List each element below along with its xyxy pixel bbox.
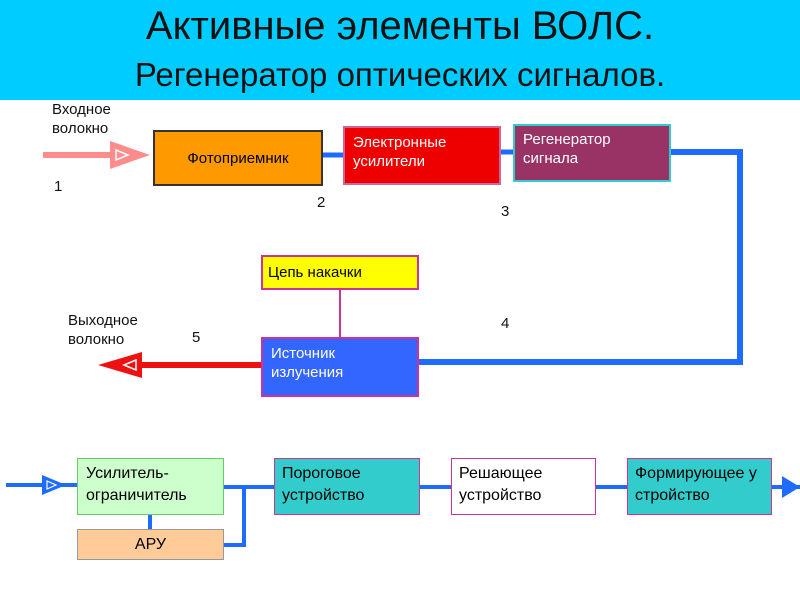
output-fiber-label: Выходное волокно bbox=[68, 312, 138, 348]
point-number-5: 5 bbox=[192, 329, 201, 346]
output-arrow-icon bbox=[98, 352, 142, 378]
threshold-block: Пороговое устройство bbox=[274, 458, 420, 515]
amplifiers-label: Электронные усилители bbox=[353, 134, 447, 170]
chain-input-arrow-icon bbox=[42, 475, 66, 495]
pump-circuit-label: Цепь накачки bbox=[268, 264, 362, 281]
decision-label: Решающее устройство bbox=[459, 465, 543, 504]
point-number-2: 2 bbox=[317, 194, 326, 211]
photoreceiver-label: Фотоприемник bbox=[187, 149, 289, 167]
title-line-2: Регенератор оптических сигналов. bbox=[134, 56, 666, 93]
emitter-block: Источник излучения bbox=[261, 337, 419, 397]
pump-circuit-block: Цепь накачки bbox=[261, 255, 419, 290]
signal-regenerator-label: Регенератор сигнала bbox=[523, 131, 611, 167]
wire-regenerator-emitter bbox=[418, 149, 743, 365]
emitter-label: Источник излучения bbox=[271, 345, 344, 381]
amplifiers-block: Электронные усилители bbox=[343, 126, 501, 185]
agc-label: АРУ bbox=[134, 536, 167, 553]
header-bar: Активные элементы ВОЛС. Регенератор опти… bbox=[0, 0, 800, 100]
threshold-label: Пороговое устройство bbox=[282, 465, 365, 504]
photoreceiver-block: Фотоприемник bbox=[153, 130, 323, 186]
former-block: Формирующее устройство bbox=[627, 458, 772, 515]
wire-limiter-threshold bbox=[223, 485, 246, 547]
former-label: Формирующее устройство bbox=[635, 465, 757, 504]
agc-block: АРУ bbox=[77, 529, 224, 560]
point-number-3: 3 bbox=[501, 203, 510, 220]
limiter-label: Усилитель-ограничитель bbox=[86, 465, 187, 504]
point-number-4: 4 bbox=[501, 315, 510, 332]
signal-regenerator-block: Регенератор сигнала bbox=[513, 124, 671, 182]
point-number-1: 1 bbox=[54, 178, 63, 195]
input-fiber-label: Входное волокно bbox=[52, 101, 111, 137]
decision-block: Решающее устройство bbox=[451, 458, 596, 515]
title-line-1: Активные элементы ВОЛС. bbox=[145, 4, 655, 48]
input-arrow-icon bbox=[110, 141, 150, 169]
chain-output-arrow-icon bbox=[782, 476, 800, 498]
limiter-block: Усилитель-ограничитель bbox=[77, 458, 224, 515]
